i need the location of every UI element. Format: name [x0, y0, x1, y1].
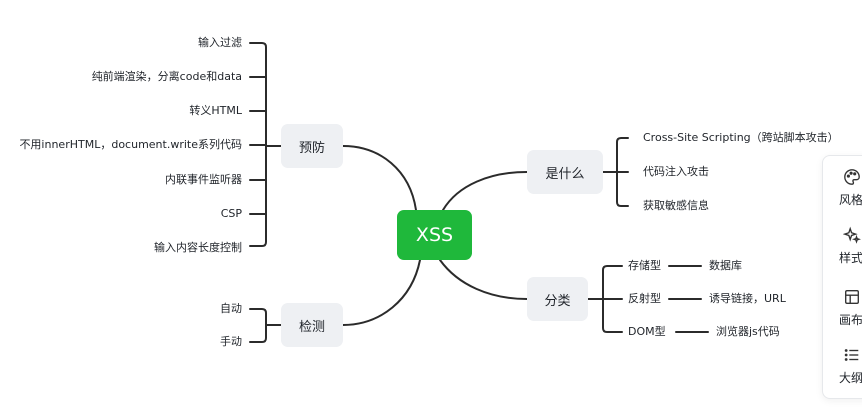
- prevent-leaf[interactable]: CSP: [220, 207, 242, 220]
- tool-label: 风格: [839, 193, 862, 207]
- detect-leaf[interactable]: 自动: [220, 302, 242, 315]
- prevent-leaf[interactable]: 内联事件监听器: [165, 173, 242, 186]
- branch-classify-label: 分类: [544, 293, 571, 309]
- connector-root-detect: [342, 259, 421, 326]
- tool-label: 大纲: [839, 371, 862, 385]
- connector-root-prevent: [342, 145, 417, 211]
- classify-type[interactable]: 存储型: [628, 259, 661, 272]
- prevent-leaf[interactable]: 不用innerHTML，document.write系列代码: [19, 138, 242, 151]
- bracket-detect: [249, 308, 267, 343]
- palette-icon: [844, 169, 860, 185]
- side-toolbar: 风格 样式 画布 大纲: [822, 155, 862, 399]
- connector-root-what: [442, 171, 528, 211]
- detect-leaf[interactable]: 手动: [220, 335, 242, 348]
- tool-label: 画布: [839, 313, 862, 327]
- connector-root-classify: [439, 259, 528, 300]
- canvas-icon: [845, 290, 859, 304]
- sparkle-icon: [843, 226, 861, 244]
- root-node[interactable]: XSS: [397, 210, 472, 260]
- canvas-button[interactable]: 画布: [837, 288, 862, 338]
- branch-what-label: 是什么: [545, 166, 585, 182]
- what-leaf[interactable]: Cross-Site Scripting（跨站脚本攻击）: [643, 131, 839, 144]
- outline-button[interactable]: 大纲: [837, 346, 862, 396]
- outline-icon: [844, 349, 859, 361]
- classify-type[interactable]: 反射型: [628, 292, 661, 305]
- prevent-leaf[interactable]: 输入内容长度控制: [154, 241, 242, 254]
- prevent-leaf[interactable]: 输入过滤: [198, 36, 242, 49]
- root-label: XSS: [415, 224, 454, 246]
- what-leaf[interactable]: 获取敏感信息: [643, 199, 709, 212]
- style-theme-button[interactable]: 风格: [837, 168, 862, 218]
- classify-detail[interactable]: 浏览器js代码: [716, 325, 780, 338]
- branch-detect[interactable]: 检测: [281, 303, 343, 347]
- branch-prevent[interactable]: 预防: [281, 124, 343, 168]
- classify-detail[interactable]: 诱导链接，URL: [709, 292, 786, 305]
- prevent-leaf[interactable]: 转义HTML: [189, 104, 242, 117]
- classify-detail[interactable]: 数据库: [709, 259, 742, 272]
- branch-what[interactable]: 是什么: [527, 150, 603, 194]
- style-button[interactable]: 样式: [837, 226, 862, 276]
- branch-detect-label: 检测: [298, 319, 325, 335]
- prevent-leaf[interactable]: 纯前端渲染，分离code和data: [91, 70, 242, 83]
- classify-type[interactable]: DOM型: [628, 325, 666, 338]
- branch-classify[interactable]: 分类: [527, 277, 588, 321]
- branch-prevent-label: 预防: [298, 140, 325, 156]
- tool-label: 样式: [839, 251, 862, 265]
- what-leaf[interactable]: 代码注入攻击: [643, 165, 709, 178]
